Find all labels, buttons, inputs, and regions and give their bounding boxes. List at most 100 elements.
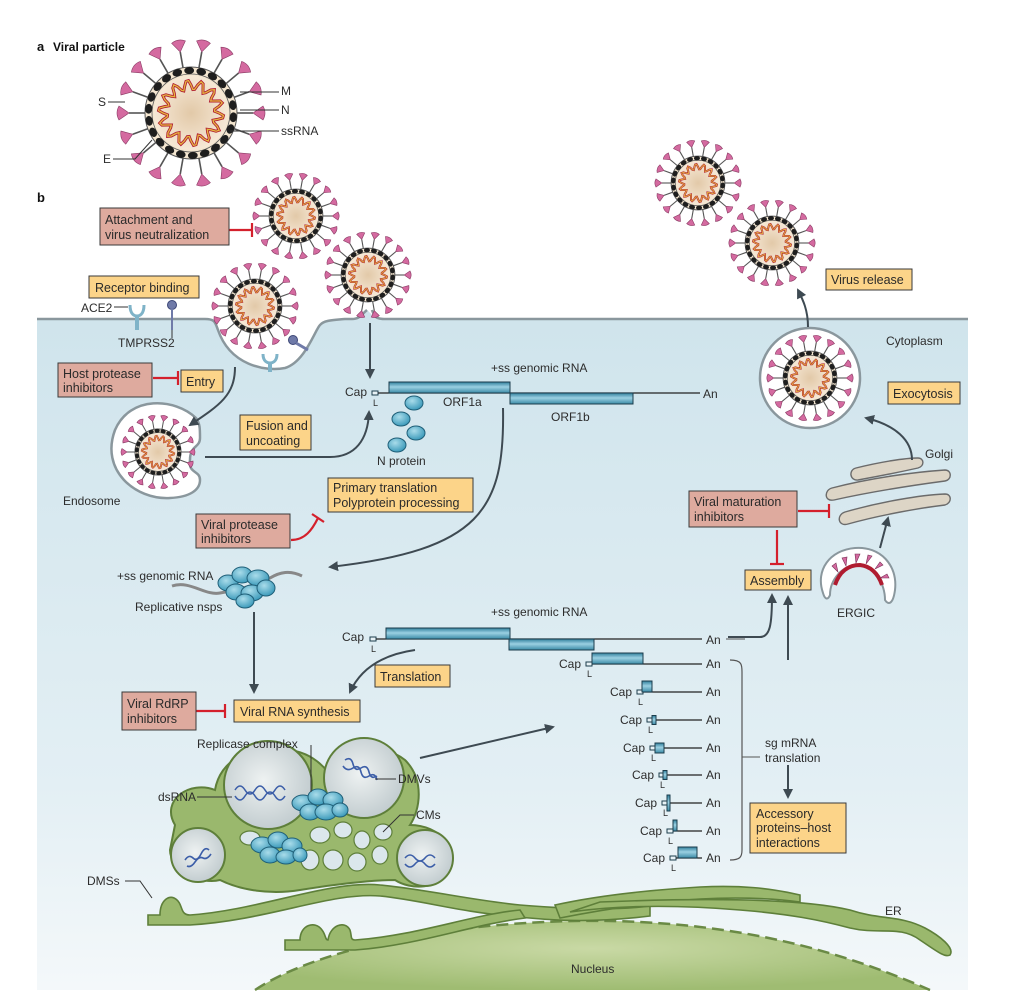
spike-protein	[747, 204, 755, 213]
sg-mrna-polya: An	[706, 685, 721, 699]
sg-mrna-cap: Cap	[632, 768, 654, 782]
sg-orf-bar	[591, 652, 644, 665]
sg-orf-bar	[662, 770, 668, 780]
spike-protein	[324, 270, 333, 280]
spike-protein	[238, 152, 252, 166]
exocytosis-label: Exocytosis	[893, 387, 953, 401]
virion-icon	[120, 415, 196, 489]
sg-orf-bar	[666, 794, 671, 812]
endoplasmic-reticulum	[147, 883, 952, 957]
spike-protein	[774, 347, 783, 356]
spike-protein	[130, 60, 144, 74]
spike-protein	[774, 278, 784, 286]
spike-protein	[686, 218, 696, 226]
sg-orf-bar	[677, 846, 698, 859]
spike-protein	[827, 339, 835, 348]
spike-protein	[385, 236, 393, 245]
virion-icon	[252, 173, 340, 259]
spike-protein	[370, 310, 380, 318]
spike-protein	[171, 39, 186, 53]
translation-box: Translation	[374, 664, 451, 688]
dmv-cluster	[168, 737, 454, 893]
spike-protein	[196, 39, 211, 53]
spike-protein	[116, 105, 130, 121]
sg-mrna-polya: An	[706, 768, 721, 782]
spike-protein	[329, 226, 338, 235]
replicative-rna-label: +ss genomic RNA	[117, 569, 213, 583]
spike-protein	[329, 197, 338, 206]
sg-mrna-label-line2: translation	[765, 751, 820, 765]
golgi-label: Golgi	[925, 447, 953, 461]
spike-protein	[248, 130, 262, 145]
dmvs-label: DMVs	[398, 772, 431, 786]
dmv-vesicle	[323, 737, 405, 819]
sg-mrna-polya: An	[706, 796, 721, 810]
spike-protein	[385, 305, 393, 314]
viral-rna-synthesis-box: Viral RNA synthesis	[233, 699, 361, 723]
spike-protein	[148, 46, 162, 60]
sg-mrna-polya: An	[706, 851, 721, 865]
spike-protein	[120, 448, 128, 456]
spike-protein	[147, 482, 156, 489]
spike-protein	[785, 408, 793, 417]
spike-protein	[186, 460, 194, 469]
virus-release-box: Virus release	[825, 268, 913, 291]
spike-protein	[290, 301, 299, 311]
spike-protein	[812, 413, 822, 421]
label-membrane: M	[281, 84, 291, 98]
leader-sequence	[669, 855, 677, 861]
maturation-line2: inhibitors	[694, 510, 744, 524]
spike-protein	[313, 246, 321, 255]
spike-protein	[805, 224, 814, 233]
spike-protein	[747, 273, 755, 282]
spike-protein	[798, 413, 808, 421]
receptor-binding-box: Receptor binding	[88, 275, 200, 299]
label-spike: S	[98, 95, 106, 109]
spike-protein	[186, 435, 194, 444]
sg-mrna-leader: L	[651, 753, 656, 763]
attachment-inhibitor-line1: Attachment and	[105, 213, 193, 227]
virion-icon	[728, 200, 816, 286]
sg-mrna-cap: Cap	[610, 685, 632, 699]
spike-protein	[785, 339, 793, 348]
spike-protein	[332, 244, 341, 253]
host-protease-line2: inhibitors	[63, 381, 113, 395]
sg-mrna-cap: Cap	[623, 741, 645, 755]
spike-protein	[120, 130, 134, 145]
virion-icon	[766, 335, 854, 421]
viral-protease-line2: inhibitors	[201, 532, 251, 546]
spike-protein	[662, 205, 671, 214]
genome-top-title: +ss genomic RNA	[491, 361, 587, 375]
virion-icon	[116, 39, 266, 187]
dmss-label: DMSs	[87, 874, 120, 888]
spike-protein	[725, 205, 734, 214]
genome-top-polya: An	[703, 387, 718, 401]
sg-mrna-cap: Cap	[635, 796, 657, 810]
viral-rna-synthesis-label: Viral RNA synthesis	[240, 705, 350, 719]
spike-protein	[326, 285, 335, 294]
spike-protein	[768, 388, 777, 397]
spike-protein	[356, 232, 366, 240]
label-ssrna: ssRNA	[281, 124, 318, 138]
label-nucleocapsid: N	[281, 103, 290, 117]
spike-protein	[673, 144, 681, 153]
spike-protein	[127, 425, 135, 433]
primary-translation-line1: Primary translation	[333, 481, 437, 495]
leader-sequence	[371, 390, 379, 396]
spike-protein	[731, 164, 740, 173]
sg-mrna-cap: Cap	[640, 824, 662, 838]
translation-label: Translation	[380, 670, 441, 684]
replicative-nsps-label: Replicative nsps	[135, 600, 222, 614]
spike-protein	[181, 425, 189, 433]
spike-protein	[736, 265, 745, 274]
spike-protein	[323, 185, 332, 194]
spike-protein	[331, 211, 340, 221]
sg-mrna-polya: An	[706, 741, 721, 755]
golgi-apparatus	[825, 457, 951, 526]
attachment-inhibitor-line2: virus neutralization	[105, 228, 209, 242]
orf1b-label: ORF1b	[551, 410, 590, 424]
spike-protein	[837, 347, 846, 356]
